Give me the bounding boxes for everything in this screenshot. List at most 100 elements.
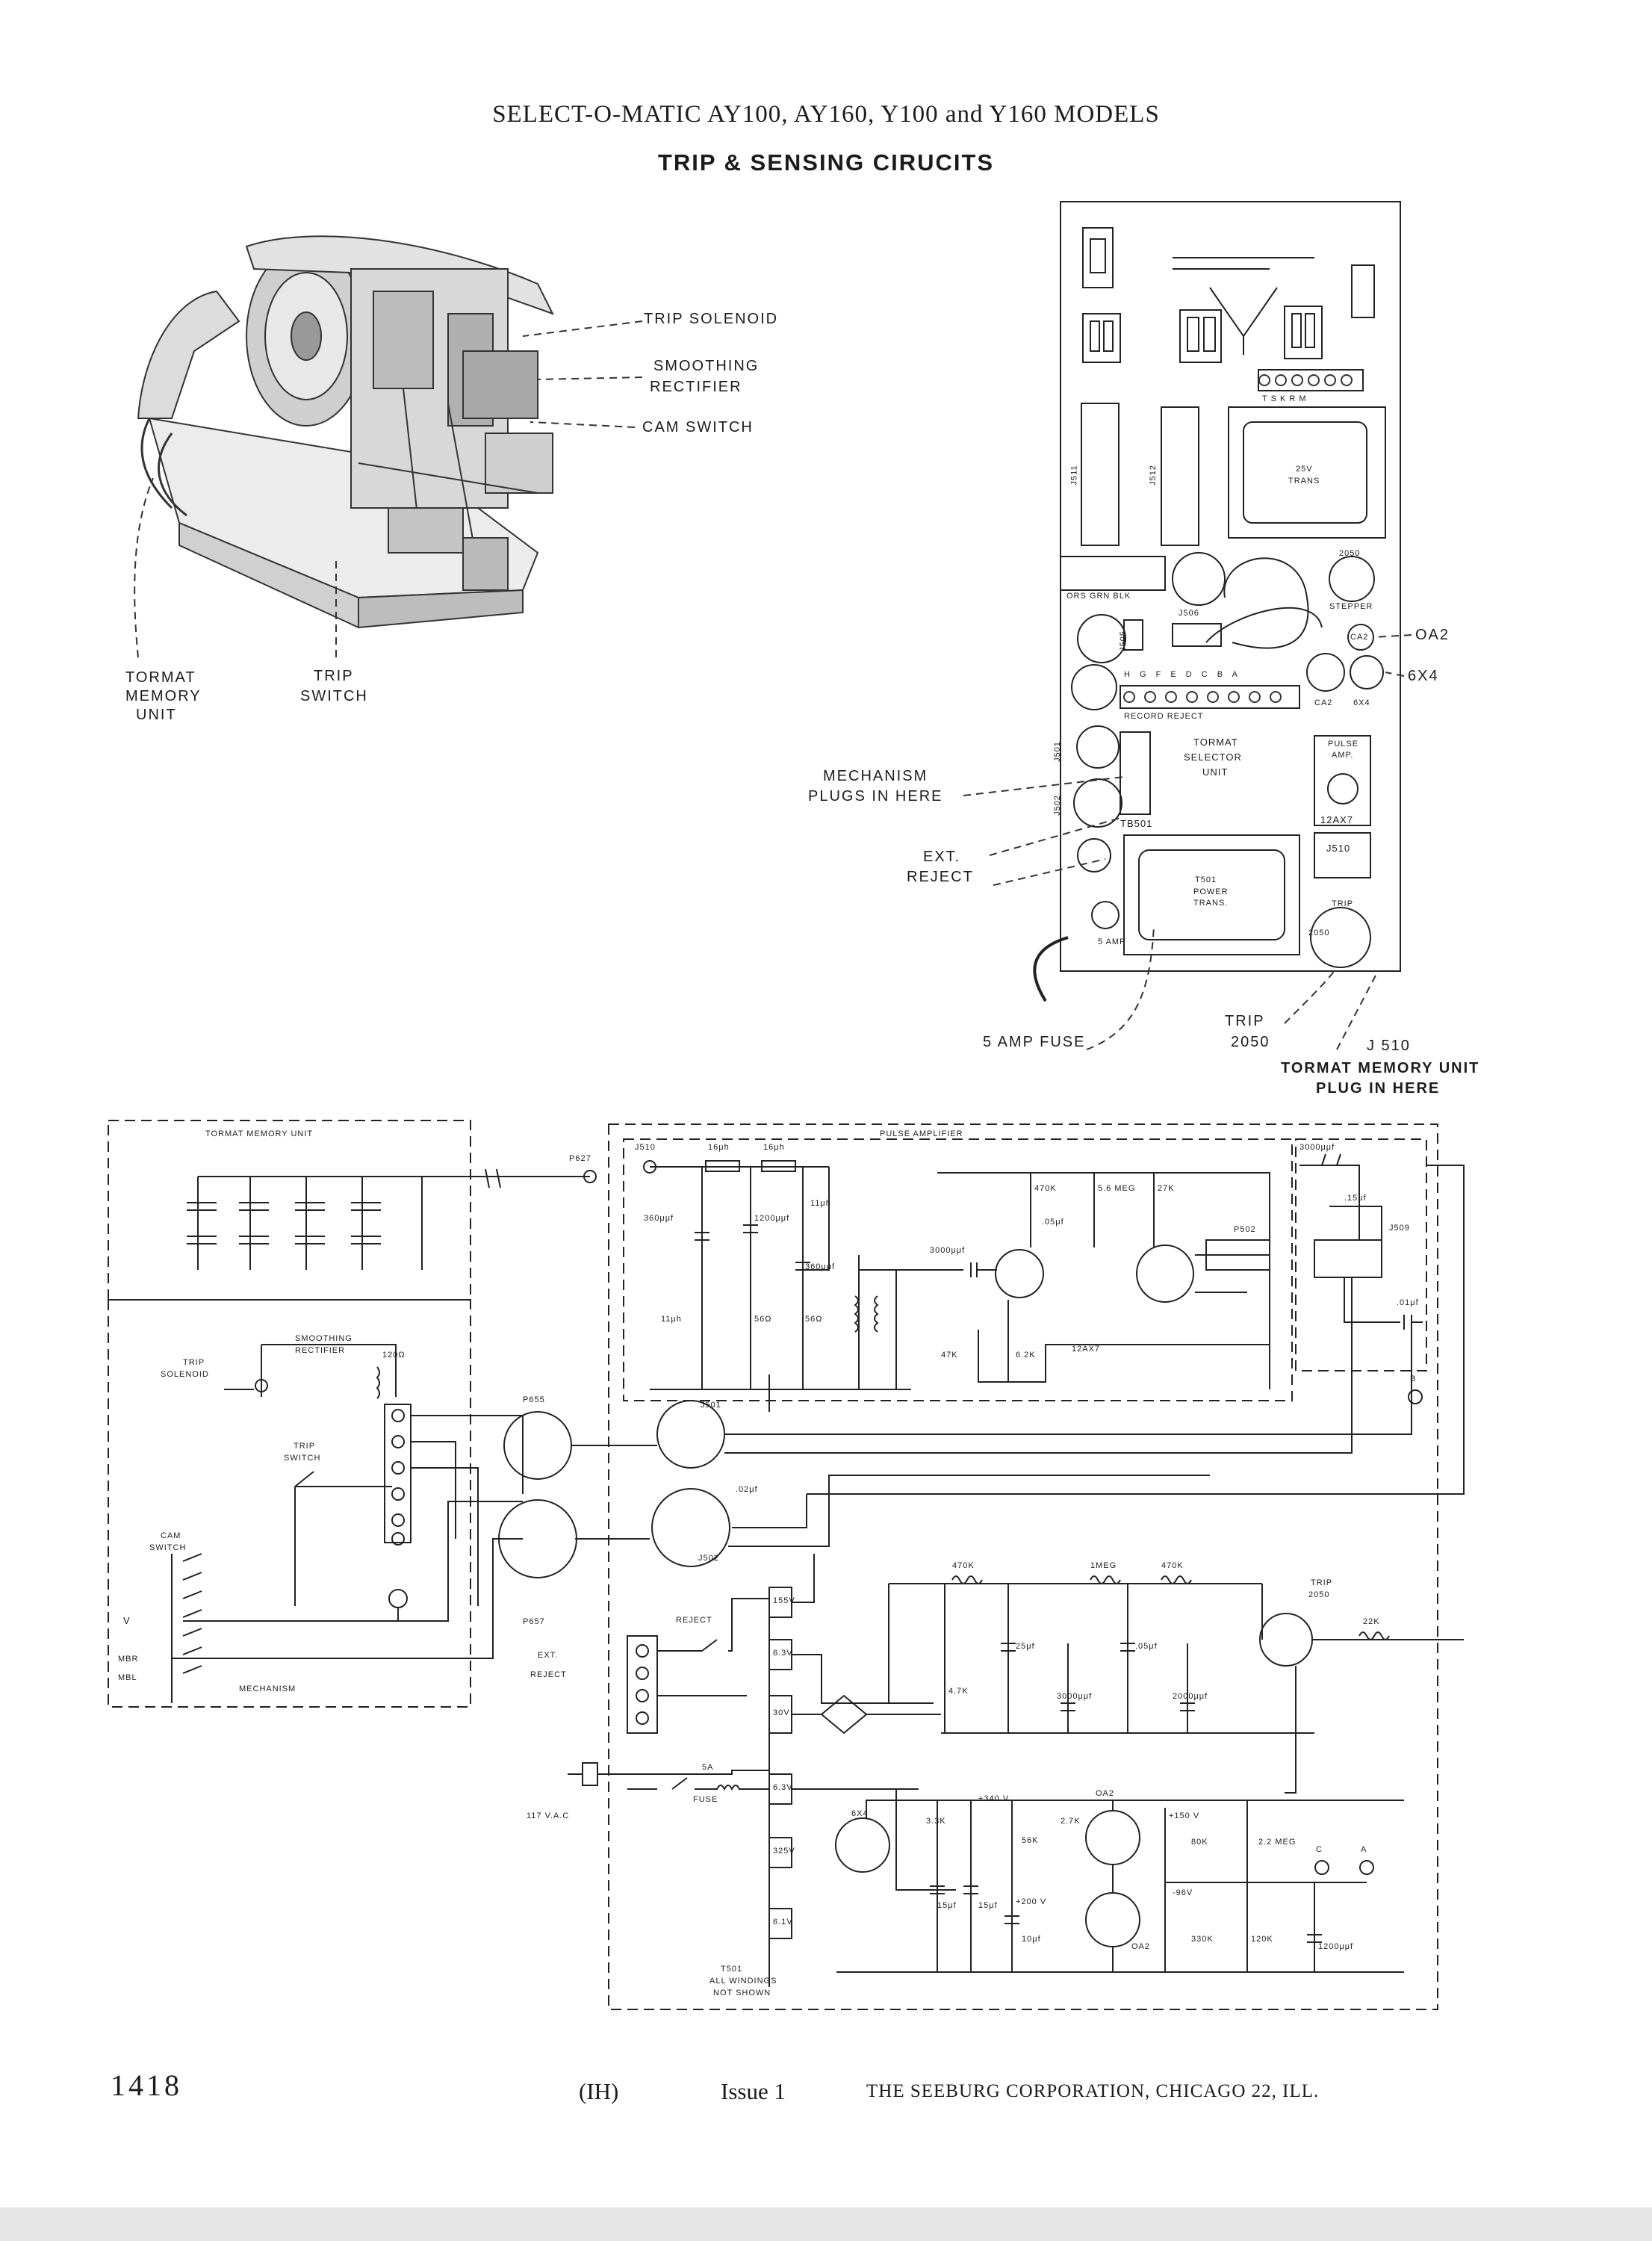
sch-v: V	[123, 1615, 131, 1626]
sch-c3000r: 3000μμf	[1299, 1143, 1335, 1152]
sch-mechanism: MECHANISM	[239, 1684, 296, 1693]
sch-v200: +200 V	[1016, 1897, 1047, 1906]
sch-63va: 6.3V	[773, 1649, 793, 1658]
sch-tormat-memory: TORMAT MEMORY UNIT	[205, 1129, 314, 1138]
chassis-strip-letters: H G F E D C B A	[1124, 670, 1238, 679]
scan-bottom-band	[0, 2207, 1652, 2241]
chassis-pulse-1: PULSE	[1328, 740, 1359, 748]
chassis-terminal-letters: T S K R M	[1262, 394, 1307, 403]
chassis-t501: T501	[1195, 875, 1217, 884]
sch-c: C	[1316, 1845, 1323, 1854]
page-title: SELECT-O-MATIC AY100, AY160, Y100 and Y1…	[492, 101, 1160, 128]
page-number: 1418	[111, 2068, 182, 2102]
sch-v96: -96V	[1173, 1888, 1193, 1897]
sch-c10: 10μf	[1022, 1935, 1041, 1944]
sch-r330: 330K	[1191, 1935, 1214, 1944]
sch-t501-3: NOT SHOWN	[713, 1989, 771, 1997]
sch-smooth-2: RECTIFIER	[295, 1346, 346, 1355]
chassis-stepper-num: 2050	[1339, 549, 1361, 558]
sch-fuse-2: FUSE	[693, 1795, 718, 1804]
sch-r1meg: 1MEG	[1090, 1561, 1117, 1570]
sch-r62: 6.2K	[1016, 1351, 1036, 1360]
callout-mechanism-1: MECHANISM	[823, 768, 928, 784]
sch-117vac: 117 V.A.C	[527, 1811, 570, 1820]
chassis-record-reject: RECORD REJECT	[1124, 712, 1204, 721]
chassis-12ax7: 12AX7	[1320, 814, 1354, 825]
sch-ind4: 11μh	[661, 1315, 682, 1324]
sch-155v: 155V	[773, 1596, 795, 1605]
sch-p627: P627	[569, 1154, 591, 1163]
sch-ind3: 11μh	[810, 1199, 831, 1208]
chassis-trip-num: 2050	[1308, 929, 1330, 937]
callout-smoothing: SMOOTHING	[653, 358, 760, 374]
chassis-6x4: 6X4	[1353, 698, 1370, 707]
callout-reject: REJECT	[907, 869, 974, 885]
sch-61v: 6.1V	[773, 1918, 793, 1927]
callout-tormat-1: TORMAT	[125, 669, 196, 686]
sch-r470c: 470K	[1161, 1561, 1184, 1570]
chassis-j510: J510	[1326, 843, 1351, 854]
sch-r470b: 470K	[952, 1561, 975, 1570]
sch-a: A	[1361, 1845, 1367, 1854]
sch-c01: .01μf	[1397, 1298, 1419, 1307]
sch-j501: J501	[701, 1401, 721, 1410]
sch-r470: 470K	[1034, 1184, 1057, 1193]
callout-ext: EXT.	[923, 849, 961, 865]
sch-c25: 25μf	[1016, 1642, 1035, 1651]
sch-c2000: 2000μμf	[1173, 1692, 1208, 1701]
sch-trip-switch-2: SWITCH	[284, 1454, 321, 1463]
sch-p657: P657	[523, 1617, 545, 1626]
footer-issue: Issue 1	[721, 2078, 786, 2104]
sch-r120k: 120K	[1251, 1935, 1273, 1944]
callout-j510: J 510	[1367, 1038, 1411, 1054]
sch-63vb: 6.3V	[773, 1783, 793, 1792]
sch-r4k7: 4.7K	[948, 1687, 969, 1696]
chassis-25v: 25V	[1296, 465, 1313, 474]
sch-c360a: 360μμf	[644, 1214, 674, 1223]
sch-r47: 47K	[941, 1351, 958, 1360]
sch-pulse-amplifier: PULSE AMPLIFIER	[880, 1129, 963, 1138]
sch-t501-2: ALL WINDINGS	[709, 1977, 777, 1986]
sch-6x4: 6X4	[851, 1809, 869, 1818]
sch-c3000c: 3000μμf	[1057, 1692, 1093, 1701]
sch-smooth-1: SMOOTHING	[295, 1334, 353, 1343]
sch-30v: 30V	[773, 1708, 790, 1717]
sch-c3000: 3000μμf	[930, 1246, 966, 1255]
chassis-tormat-sel-2: SELECTOR	[1184, 751, 1242, 763]
sch-c05b: .05μf	[1135, 1642, 1158, 1651]
sch-c05: .05μf	[1042, 1218, 1064, 1227]
sch-ind1: 16μh	[708, 1143, 730, 1152]
sch-12ax7: 12AX7	[1072, 1345, 1101, 1354]
sch-j502: J502	[698, 1554, 719, 1563]
chassis-ca2: CA2	[1350, 633, 1369, 642]
callout-tormat-3: UNIT	[136, 707, 177, 723]
sch-j509: J509	[1389, 1224, 1410, 1233]
sch-t501-1: T501	[721, 1965, 743, 1974]
sch-r27: 27K	[1158, 1184, 1175, 1193]
sch-c1200: 1200μμf	[754, 1214, 790, 1223]
chassis-t501-power: POWER	[1193, 887, 1229, 896]
sch-reject: REJECT	[676, 1616, 712, 1625]
sch-325v: 325V	[773, 1847, 795, 1856]
callout-trip-switch-1: TRIP	[314, 668, 354, 684]
callout-rectifier: RECTIFIER	[650, 379, 742, 395]
sch-c1200b: 1200μμf	[1318, 1942, 1354, 1951]
sch-c15: .15μf	[1344, 1194, 1367, 1203]
chassis-trans: TRANS	[1288, 477, 1320, 486]
sch-ind2: 16μh	[763, 1143, 785, 1152]
chassis-trip: TRIP	[1332, 899, 1354, 908]
callout-trip-switch-2: SWITCH	[300, 688, 368, 704]
chassis-fuse: 5 AMP	[1098, 937, 1126, 946]
chassis-ors: ORS GRN BLK	[1066, 592, 1131, 601]
sch-trip-1: TRIP	[1311, 1578, 1333, 1587]
sch-v150: +150 V	[1169, 1811, 1200, 1820]
callout-tormat-plug-2: PLUG IN HERE	[1316, 1080, 1441, 1097]
sch-p655: P655	[523, 1395, 545, 1404]
sch-mbr: MBR	[118, 1655, 139, 1664]
sch-fuse-1: 5A	[702, 1763, 714, 1772]
sch-p502: P502	[1234, 1225, 1256, 1234]
callout-trip-num: 2050	[1231, 1034, 1270, 1050]
callout-tormat-plug-1: TORMAT MEMORY UNIT	[1281, 1060, 1480, 1076]
